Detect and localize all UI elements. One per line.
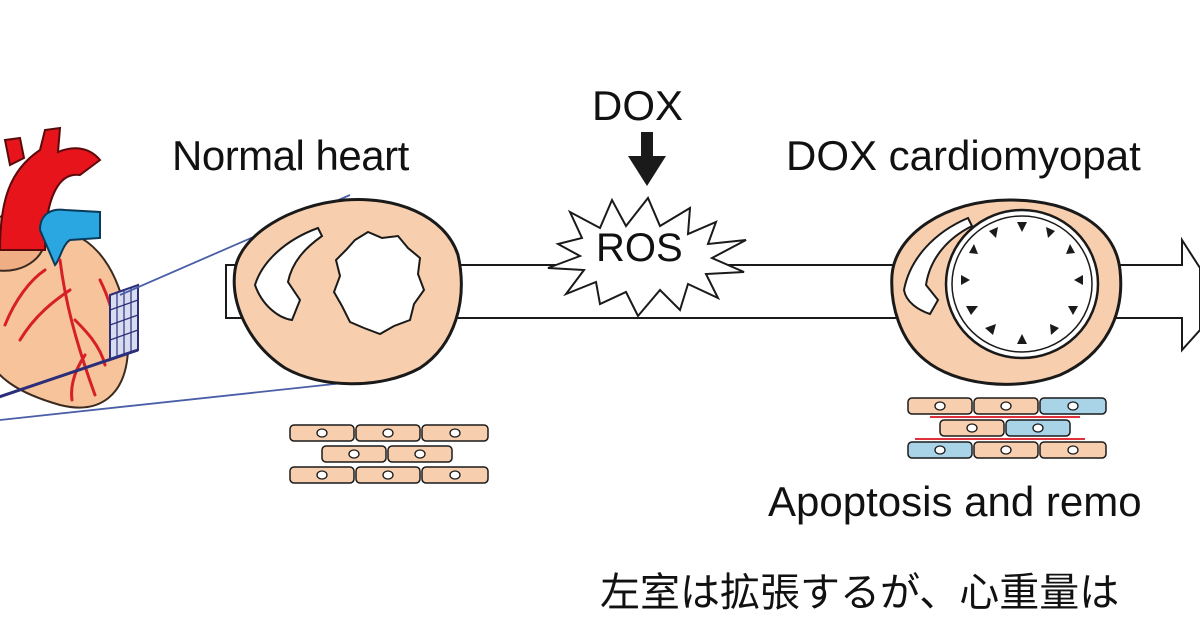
dox-down-arrow	[628, 132, 666, 186]
normal-rv-cavity	[253, 226, 324, 322]
dox-lv-cavity	[944, 208, 1100, 360]
pulmonary-artery	[38, 208, 101, 267]
dox-lv-inner-ring	[951, 215, 1093, 353]
dox-rv-cavity	[902, 216, 974, 316]
normal-heart-label: Normal heart	[172, 132, 409, 179]
ros-label: ROS	[596, 226, 683, 270]
dox-cardiomyopathy-label: DOX cardiomyopat	[786, 132, 1141, 179]
aorta-branch	[3, 136, 26, 167]
normal-nuclei	[316, 428, 461, 480]
cut-line	[0, 348, 139, 399]
whole-heart-illustration	[0, 126, 139, 409]
normal-heart-section	[232, 197, 463, 386]
dox-nuclei	[934, 401, 1079, 455]
aorta	[0, 126, 102, 251]
apoptosis-fibrosis-lines	[915, 416, 1085, 440]
coronary-vessels	[3, 258, 120, 402]
japanese-caption: 左室は拡張するが、心重量は	[600, 570, 1120, 616]
ros-burst	[547, 196, 747, 318]
section-grid	[109, 288, 139, 358]
dox-heart-section	[890, 198, 1123, 386]
dox-label: DOX	[592, 82, 684, 129]
normal-lv-cavity	[332, 230, 426, 336]
dox-dilation-marks	[961, 222, 1083, 344]
apoptosis-label: Apoptosis and remo	[768, 478, 1142, 525]
